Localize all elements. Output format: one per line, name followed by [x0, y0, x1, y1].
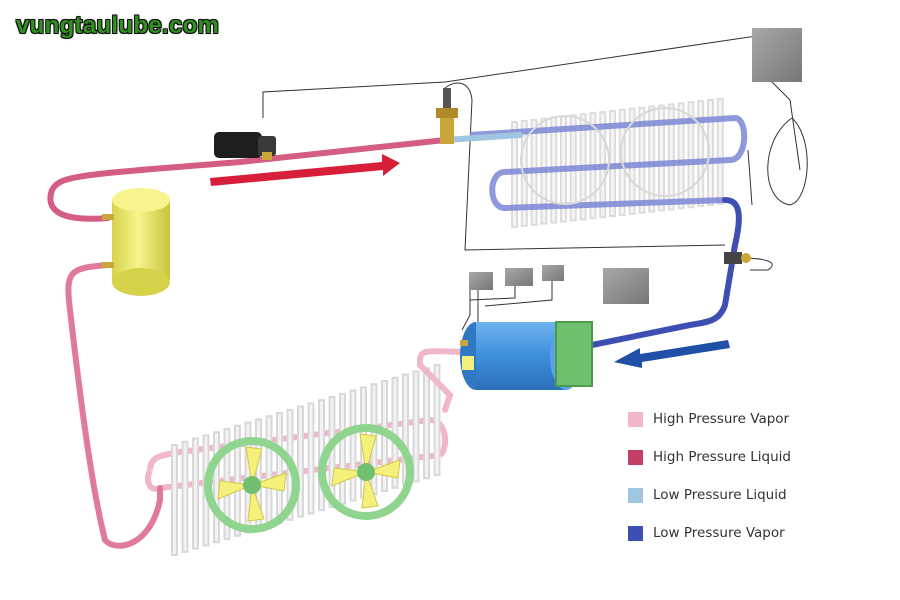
line-low-pressure-vapor: [589, 197, 742, 348]
control-wiring: [262, 33, 808, 331]
watermark: vungtaulube.com: [16, 12, 220, 39]
compressor: [460, 321, 593, 390]
coil-fin: [716, 97, 724, 205]
legend-swatch: [628, 411, 643, 427]
coil-fin: [412, 370, 420, 483]
legend-label: Low Pressure Vapor: [653, 525, 785, 541]
pressure-sensor-icon: [724, 252, 751, 264]
coil-fin: [687, 101, 695, 209]
coil-fin: [171, 444, 178, 556]
legend-swatch: [628, 487, 643, 503]
coil-fin: [181, 440, 189, 553]
line-high-pressure-liquid-2: [47, 137, 448, 222]
coil-fin: [658, 104, 665, 212]
coil-fin: [307, 402, 315, 515]
legend-item: High Pressure Liquid: [628, 438, 791, 476]
legend-label: High Pressure Vapor: [653, 411, 790, 427]
coil-fin: [297, 405, 304, 518]
line-high-pressure-liquid-1: [65, 262, 163, 549]
expansion-valve-icon: [436, 88, 458, 144]
coil-fin: [628, 107, 636, 215]
coil-fin: [677, 102, 685, 210]
condenser-fan-right: [318, 424, 414, 520]
legend-label: High Pressure Liquid: [653, 449, 791, 465]
legend-swatch: [628, 525, 643, 541]
coil-fin: [234, 424, 241, 537]
main-controller-box: [752, 28, 802, 82]
evaporator-coil: [469, 97, 748, 228]
line-low-pressure-liquid: [442, 132, 523, 143]
line-high-pressure-vapor: [416, 348, 465, 413]
receiver-tank: [102, 188, 170, 296]
coil-fin: [648, 105, 656, 213]
legend-item: High Pressure Vapor: [628, 400, 791, 438]
coil-fin: [265, 415, 273, 528]
coil-fin: [667, 103, 675, 211]
legend: High Pressure Vapor High Pressure Liquid…: [628, 400, 791, 552]
legend-swatch: [628, 449, 643, 465]
coil-fin: [192, 437, 199, 550]
control-boxes: [469, 28, 802, 304]
coil-fin: [697, 100, 705, 208]
refrigerant-lines: [47, 132, 742, 549]
legend-item: Low Pressure Liquid: [628, 476, 791, 514]
coil-fin: [349, 389, 357, 502]
coil-fin: [339, 392, 346, 505]
flow-arrow-blue: [614, 340, 730, 368]
filter-drier-icon: [214, 132, 276, 160]
coil-fin: [433, 364, 441, 476]
flow-arrow-red: [210, 154, 400, 186]
coil-fin: [276, 412, 283, 524]
coil-fin: [638, 106, 646, 214]
legend-item: Low Pressure Vapor: [628, 514, 791, 552]
coil-fin: [423, 367, 430, 480]
condenser-fan-left: [204, 437, 300, 533]
coil-fin: [213, 431, 220, 544]
condenser-coil: [145, 364, 449, 556]
condenser-fans: [204, 424, 414, 533]
legend-label: Low Pressure Liquid: [653, 487, 787, 503]
